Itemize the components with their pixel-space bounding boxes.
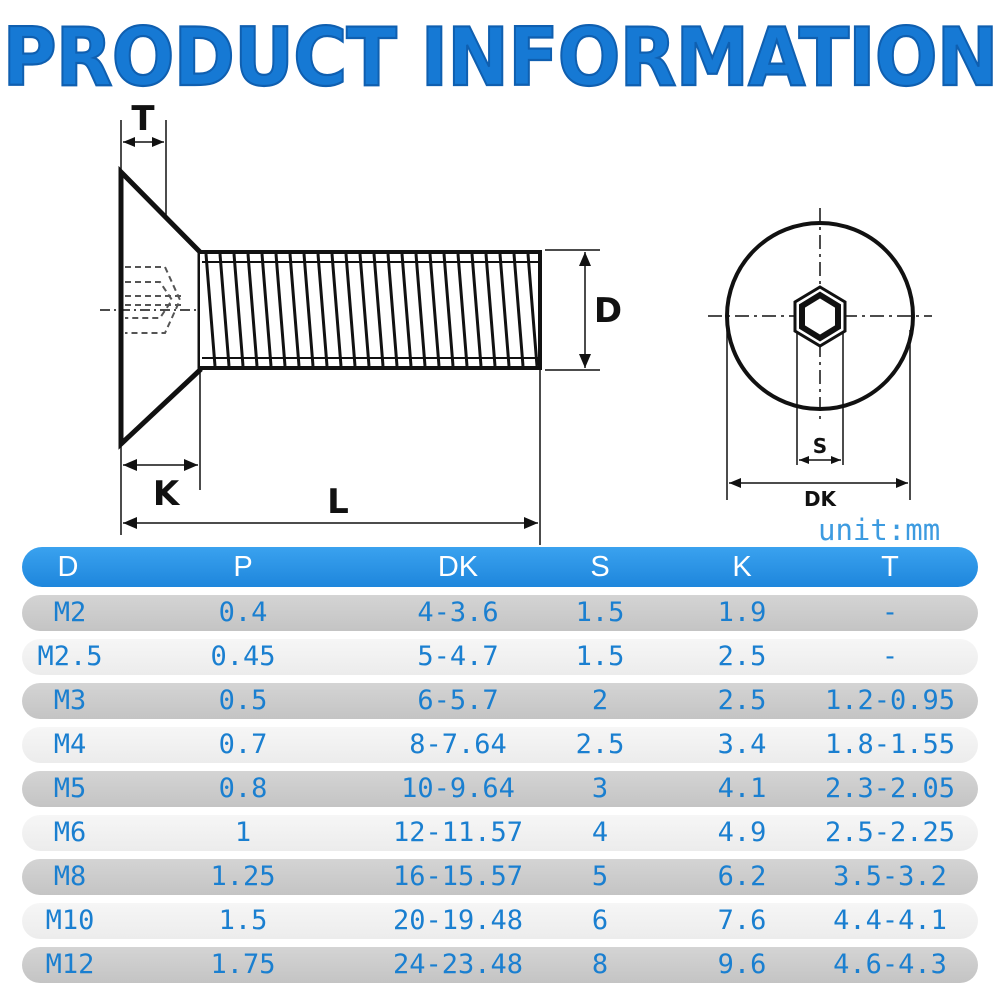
cell-p: 0.7 — [218, 729, 268, 760]
cell-p: 1.75 — [210, 949, 276, 980]
cell-p: 0.8 — [218, 773, 268, 804]
cell-d: M8 — [53, 861, 87, 892]
label-d: D — [594, 291, 622, 331]
cell-d: M5 — [53, 773, 87, 804]
header-k: K — [732, 551, 752, 583]
table-row: M5 0.8 10-9.64 3 4.1 2.3-2.05 — [22, 771, 978, 807]
label-s: S — [813, 434, 827, 458]
cell-p: 1.25 — [210, 861, 276, 892]
cell-k: 2.5 — [717, 685, 767, 716]
table-row: M4 0.7 8-7.64 2.5 3.4 1.8-1.55 — [22, 727, 978, 763]
cell-s: 5 — [591, 861, 609, 892]
label-k: K — [153, 474, 181, 514]
cell-t: 4.6-4.3 — [833, 949, 947, 980]
cell-d: M12 — [45, 949, 95, 980]
table-row: M12 1.75 24-23.48 8 9.6 4.6-4.3 — [22, 947, 978, 983]
cell-t: 2.5-2.25 — [824, 817, 956, 848]
cell-dk: 5-4.7 — [417, 641, 499, 672]
cell-dk: 8-7.64 — [409, 729, 507, 760]
table-row: M2.5 0.45 5-4.7 1.5 2.5 - — [22, 639, 978, 675]
cell-t: 3.5-3.2 — [833, 861, 947, 892]
cell-k: 1.9 — [717, 597, 767, 628]
cell-d: M10 — [45, 905, 95, 936]
cell-k: 6.2 — [717, 861, 767, 892]
cell-s: 3 — [591, 773, 609, 804]
cell-dk: 24-23.48 — [392, 949, 524, 980]
cell-k: 2.5 — [717, 641, 767, 672]
cell-p: 0.5 — [218, 685, 268, 716]
cell-s: 8 — [591, 949, 609, 980]
cell-d: M6 — [53, 817, 87, 848]
table-row: M8 1.25 16-15.57 5 6.2 3.5-3.2 — [22, 859, 978, 895]
cell-p: 1 — [234, 817, 252, 848]
cell-k: 4.1 — [717, 773, 767, 804]
cell-dk: 4-3.6 — [417, 597, 499, 628]
cell-t: 4.4-4.1 — [833, 905, 947, 936]
cell-s: 4 — [591, 817, 609, 848]
cell-dk: 20-19.48 — [392, 905, 524, 936]
cell-dk: 6-5.7 — [417, 685, 499, 716]
header-d: D — [57, 551, 79, 583]
cell-s: 2 — [591, 685, 609, 716]
unit-label: unit:mm — [818, 513, 941, 547]
cell-k: 9.6 — [717, 949, 767, 980]
cell-p: 0.4 — [218, 597, 268, 628]
cell-s: 1.5 — [575, 597, 625, 628]
cell-k: 7.6 — [717, 905, 767, 936]
cell-t: 1.8-1.55 — [824, 729, 956, 760]
table-row: M10 1.5 20-19.48 6 7.6 4.4-4.1 — [22, 903, 978, 939]
label-dk: DK — [804, 487, 838, 511]
label-l: L — [327, 482, 349, 522]
header-s: S — [590, 551, 610, 583]
cell-t: - — [881, 597, 899, 628]
cell-dk: 16-15.57 — [392, 861, 524, 892]
cell-p: 0.45 — [210, 641, 276, 672]
cell-t: 2.3-2.05 — [824, 773, 956, 804]
cell-d: M4 — [53, 729, 87, 760]
table-header: D P DK S K T — [22, 547, 978, 587]
table-body: M2 0.4 4-3.6 1.5 1.9 - M2.5 0.45 5-4.7 1.5 2.5 - M3 0… — [22, 595, 978, 983]
cell-t: - — [881, 641, 899, 672]
cell-k: 3.4 — [717, 729, 767, 760]
header-p: P — [233, 551, 253, 583]
cell-d: M2 — [53, 597, 87, 628]
cell-d: M2.5 — [37, 641, 103, 672]
page-title: PRODUCT INFORMATION — [1, 10, 999, 105]
cell-s: 1.5 — [575, 641, 625, 672]
cell-dk: 12-11.57 — [392, 817, 524, 848]
table-row: M2 0.4 4-3.6 1.5 1.9 - — [22, 595, 978, 631]
cell-s: 2.5 — [575, 729, 625, 760]
cell-dk: 10-9.64 — [401, 773, 515, 804]
header-dk: DK — [437, 551, 479, 583]
cell-t: 1.2-0.95 — [824, 685, 956, 716]
cell-p: 1.5 — [218, 905, 268, 936]
table-row: M3 0.5 6-5.7 2 2.5 1.2-0.95 — [22, 683, 978, 719]
label-t: T — [131, 99, 155, 139]
screw-dimension-diagram: T K L D S DK — [100, 99, 932, 545]
cell-k: 4.9 — [717, 817, 767, 848]
table-row: M6 1 12-11.57 4 4.9 2.5-2.25 — [22, 815, 978, 851]
header-t: T — [881, 551, 899, 583]
cell-d: M3 — [53, 685, 87, 716]
cell-s: 6 — [591, 905, 609, 936]
